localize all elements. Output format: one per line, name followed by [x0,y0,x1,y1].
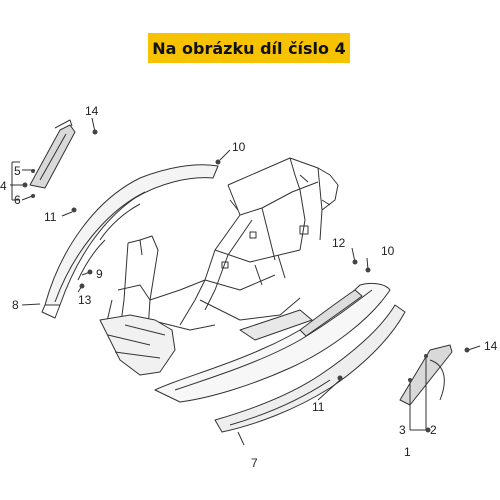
callout-6: 6 [14,193,21,207]
callout-9: 9 [96,267,103,281]
callout-13: 13 [78,293,92,307]
callout-12: 12 [332,236,346,250]
callout-3: 3 [399,423,406,437]
callout-10-top: 10 [232,140,246,154]
banner-text: Na obrázku díl číslo 4 [152,38,346,58]
callout-7: 7 [251,456,258,470]
callout-11-bottom: 11 [312,400,325,414]
callout-numbers: 14 10 5 4 6 11 9 13 8 12 10 14 11 3 2 1 … [0,104,498,470]
callout-4: 4 [0,179,7,193]
callout-8: 8 [12,298,19,312]
leader-lines [10,117,481,446]
highlight-banner: Na obrázku díl číslo 4 [148,33,350,63]
screws [22,129,470,433]
callout-5: 5 [14,164,21,178]
callout-10-right: 10 [381,244,395,258]
front-leg-shield [41,164,219,319]
callout-14-right: 14 [484,339,498,353]
callout-14-top: 14 [85,104,99,118]
side-panel [214,289,406,433]
rear-grip-left [29,119,76,189]
callout-11-left: 11 [44,210,57,224]
lower-front-cover [99,314,176,376]
callout-1: 1 [404,445,411,459]
callout-2: 2 [430,423,437,437]
